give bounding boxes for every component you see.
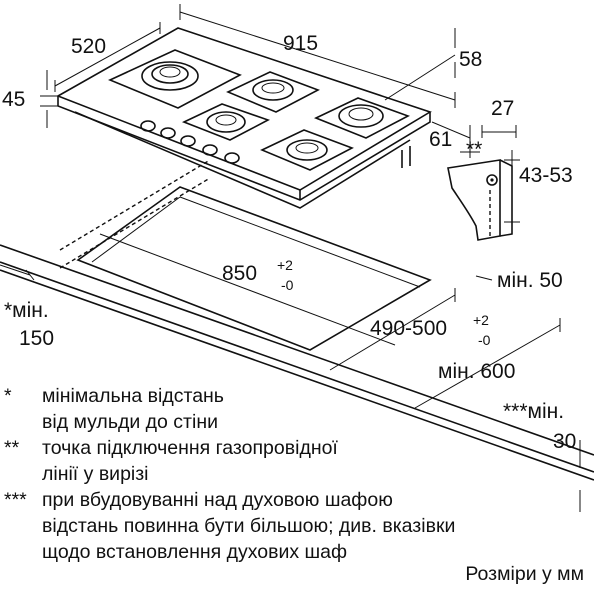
dim-cutout-depth-tol-plus: +2 <box>473 312 489 328</box>
dim-cutout-width-tol-plus: +2 <box>277 257 293 273</box>
note-2-line-1: точка підключення газопровідної <box>42 437 338 459</box>
note-1-line-2: від мульди до стіни <box>42 411 218 433</box>
bracket-mark: ** <box>466 138 482 161</box>
note-3-line-2: відстань повинна бути більшою; див. вказ… <box>42 515 456 537</box>
dim-height: 45 <box>2 88 25 111</box>
dim-min-side-label: *мін. <box>4 299 49 322</box>
note-2-mark: ** <box>4 437 20 459</box>
dim-edge-offset: 58 <box>459 48 482 71</box>
dim-bracket-height: 43-53 <box>519 164 573 187</box>
note-1-mark: * <box>4 385 12 407</box>
note-2-line-2: лінії у вирізі <box>42 463 149 485</box>
burner-front-left <box>181 103 271 141</box>
dim-min-side-value: 150 <box>19 327 54 350</box>
burner-rear-center <box>226 71 320 113</box>
units-label: Розміри у мм <box>465 563 584 585</box>
dim-width: 915 <box>283 32 318 55</box>
dim-cutout-depth: 490-500 <box>370 317 447 340</box>
note-3-line-1: при вбудовуванні над духовою шафою <box>42 489 393 511</box>
mounting-bracket <box>447 159 513 241</box>
footnotes: * мінімальна відстань від мульди до стін… <box>0 384 594 591</box>
dim-bracket-width: 27 <box>491 97 514 120</box>
dim-cutout-depth-tol-minus: -0 <box>478 332 491 348</box>
cutout-opening <box>76 186 432 351</box>
note-3-line-3: щодо встановлення духових шаф <box>42 541 348 563</box>
dim-min-front: мін. 600 <box>438 360 515 383</box>
control-knobs <box>140 120 240 164</box>
dim-min-oven-label: ***мін. <box>503 400 564 423</box>
burner-front-right <box>260 129 354 171</box>
dim-min-back: мін. 50 <box>497 269 563 292</box>
dim-cutout-width: 850 <box>222 262 257 285</box>
dim-min-oven-value: 30 <box>553 430 576 453</box>
burner-wok <box>108 49 242 109</box>
worktop <box>0 159 594 481</box>
note-1-line-1: мінімальна відстань <box>42 385 224 407</box>
hob <box>56 27 432 209</box>
dim-cutout-width-tol-minus: -0 <box>281 277 294 293</box>
burner-rear-right <box>314 97 410 139</box>
note-3-mark: *** <box>4 489 27 511</box>
dim-depth: 520 <box>71 35 106 58</box>
dimension-lines <box>0 4 581 512</box>
dim-bracket-offset: 61 <box>429 128 452 151</box>
